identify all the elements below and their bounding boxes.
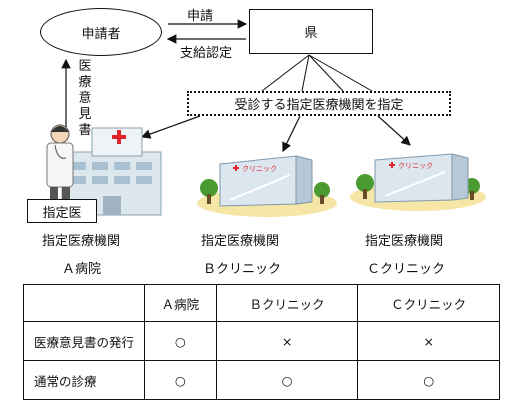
to-clinic-b-arrow [282, 115, 301, 153]
applicant-label: 申請者 [81, 26, 121, 42]
approval-label: 支給認定 [180, 46, 233, 61]
prefecture-label: 県 [304, 26, 318, 41]
clinic-b-illustration: クリニック [197, 155, 337, 217]
table-cell: × [215, 321, 359, 361]
table-header-row: Ａ病院 Ｂクリニック Ｃクリニック [23, 284, 500, 322]
medical-opinion-label: 医療意見書 [78, 59, 92, 138]
clinic-b-sign: クリニック [242, 165, 277, 173]
doctor-illustration [46, 124, 74, 199]
to-clinic-c-arrow [377, 115, 411, 146]
table-row: 通常の診療 ○ ○ ○ [23, 360, 500, 400]
row-label: 医療意見書の発行 [23, 321, 145, 361]
clinic-c-illustration: クリニック [350, 153, 486, 211]
table-cell: × [357, 321, 500, 361]
table-row: 医療意見書の発行 ○ × × [23, 321, 500, 361]
table-cell: ○ [357, 360, 500, 400]
facility-a-type: 指定医療機関 [42, 234, 121, 249]
designated-institutions-box: 受診する指定医療機関を指定 [187, 91, 451, 116]
prefecture-node: 県 [249, 9, 373, 54]
table-header-cell: Ｃクリニック [357, 284, 500, 322]
facility-c-type: 指定医療機関 [365, 234, 444, 249]
table-header-cell: Ｂクリニック [215, 284, 359, 322]
facility-a-name: Ａ病院 [62, 262, 102, 277]
row-label: 通常の診療 [23, 360, 145, 400]
to-hospital-a-arrow [140, 115, 201, 139]
designated-institutions-label: 受診する指定医療機関を指定 [234, 98, 404, 113]
doctor-badge-label: 指定医 [42, 205, 82, 221]
doctor-badge: 指定医 [27, 199, 97, 223]
facility-c-name: Ｃクリニック [367, 262, 446, 277]
apply-label: 申請 [187, 9, 214, 24]
clinic-c-sign: クリニック [398, 162, 433, 170]
table-cell: ○ [144, 360, 217, 400]
service-table: Ａ病院 Ｂクリニック Ｃクリニック 医療意見書の発行 ○ × × 通常の診療 ○… [23, 284, 500, 400]
applicant-node: 申請者 [40, 8, 162, 56]
table-header-cell: Ａ病院 [144, 284, 217, 322]
facility-b-type: 指定医療機関 [201, 234, 280, 249]
table-header-cell [23, 284, 145, 322]
table-cell: ○ [144, 321, 217, 361]
table-cell: ○ [215, 360, 359, 400]
hospital-a-illustration [61, 127, 162, 216]
facility-b-name: Ｂクリニック [203, 262, 282, 277]
